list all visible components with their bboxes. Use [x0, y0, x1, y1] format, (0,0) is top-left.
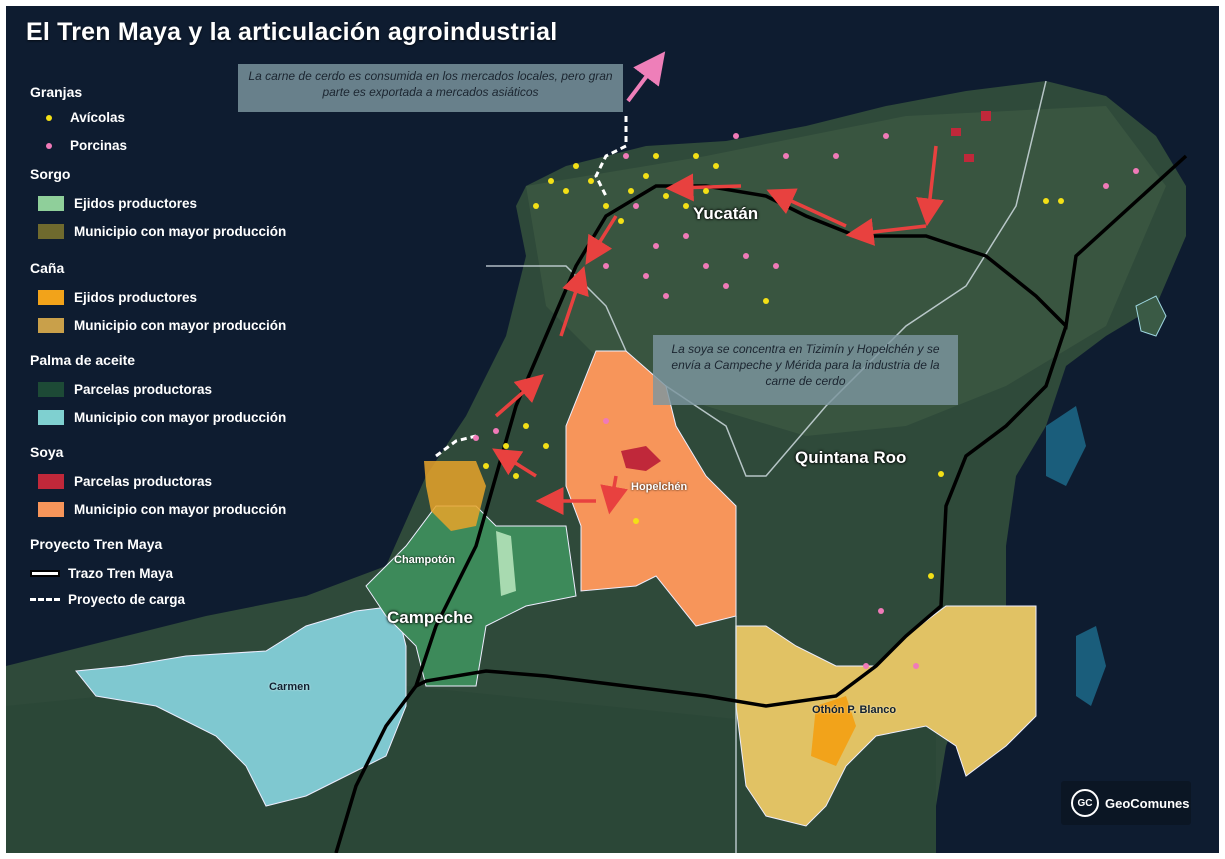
legend-label: Municipio con mayor producción — [74, 318, 287, 333]
othon-cana-ejidos — [811, 696, 856, 766]
legend-label: Municipio con mayor producción — [74, 410, 287, 425]
label-othon: Othón P. Blanco — [812, 704, 897, 716]
gc-logo-icon: GC — [1071, 789, 1099, 817]
cana-ejidos — [424, 461, 486, 531]
legend-heading-sorgo: Sorgo — [30, 166, 71, 182]
legend-label: Ejidos productores — [74, 290, 198, 305]
legend-item-carga: Proyecto de carga — [30, 592, 185, 607]
legend-label: Proyecto de carga — [68, 592, 186, 607]
label-champoton: Champotón — [394, 554, 456, 566]
legend-item-cana-municipio: Municipio con mayor producción — [38, 318, 286, 333]
carga-project-west — [435, 434, 477, 458]
legend-item-avicolas: Avícolas — [38, 110, 125, 125]
legend-item-trazo: Trazo Tren Maya — [30, 566, 173, 581]
legend-label: Trazo Tren Maya — [68, 566, 174, 581]
label-campeche: Campeche — [387, 608, 473, 627]
swatch-icon — [38, 318, 64, 333]
cozumel-island — [1135, 295, 1167, 337]
legend-heading-cana: Caña — [30, 260, 65, 276]
carmen-municipality — [75, 605, 407, 807]
reef — [1046, 406, 1086, 486]
legend-item-palma-municipio: Municipio con mayor producción — [38, 410, 286, 425]
legend-label: Parcelas productoras — [74, 474, 213, 489]
label-quintana-roo: Quintana Roo — [795, 448, 907, 467]
legend-label: Ejidos productores — [74, 196, 198, 211]
legend-heading-tren: Proyecto Tren Maya — [30, 536, 163, 552]
legend-heading-soya: Soya — [30, 444, 64, 460]
othon-municipality — [735, 605, 1037, 827]
yellow-dot-icon — [46, 114, 52, 121]
porcinas-dots — [473, 133, 1139, 669]
legend-heading-palma: Palma de aceite — [30, 352, 136, 368]
label-hopelchen: Hopelchén — [631, 481, 688, 493]
legend-label: Porcinas — [70, 138, 128, 153]
legend-heading-granjas: Granjas — [30, 84, 83, 100]
legend-item-cana-ejidos: Ejidos productores — [38, 290, 197, 305]
carga-project — [594, 116, 628, 197]
swatch-icon — [38, 196, 64, 211]
soya-parcelas — [621, 446, 661, 471]
legend-label: Municipio con mayor producción — [74, 224, 287, 239]
map-canvas — [6, 6, 1219, 853]
pink-dot-icon — [46, 142, 52, 149]
swatch-icon — [38, 474, 64, 489]
tizimin-soya-parcela — [951, 128, 961, 136]
note-cerdo: La carne de cerdo es consumida en los me… — [238, 64, 623, 112]
map-title: El Tren Maya y la articulación agroindus… — [26, 18, 558, 46]
legend-item-soya-municipio: Municipio con mayor producción — [38, 502, 286, 517]
avicolas-dots — [483, 153, 1064, 579]
swatch-icon — [38, 224, 64, 239]
swatch-icon — [38, 410, 64, 425]
dashed-line-icon — [30, 598, 60, 601]
tren-maya-route-south — [415, 325, 1068, 708]
label-carmen: Carmen — [269, 681, 310, 693]
note-soya: La soya se concentra en Tizimín y Hopelc… — [653, 335, 958, 405]
solid-line-icon — [30, 570, 60, 577]
legend-item-palma-parcelas: Parcelas productoras — [38, 382, 212, 397]
tizimin-soya-parcela — [981, 111, 991, 121]
swatch-icon — [38, 290, 64, 305]
legend-item-sorgo-municipio: Municipio con mayor producción — [38, 224, 286, 239]
legend-item-porcinas: Porcinas — [38, 138, 127, 153]
legend-label: Avícolas — [70, 110, 126, 125]
tren-maya-route — [334, 154, 1188, 853]
geocomunes-logo: GC GeoComunes — [1061, 781, 1191, 825]
export-arrow — [626, 51, 666, 103]
legend-item-sorgo-ejidos: Ejidos productores — [38, 196, 197, 211]
tizimin-soya-parcela — [964, 154, 974, 162]
legend-label: Municipio con mayor producción — [74, 502, 287, 517]
legend-label: Parcelas productoras — [74, 382, 213, 397]
label-yucatan: Yucatán — [693, 204, 759, 223]
reef-south — [1076, 626, 1106, 706]
swatch-icon — [38, 382, 64, 397]
legend-item-soya-parcelas: Parcelas productoras — [38, 474, 212, 489]
swatch-icon — [38, 502, 64, 517]
flow-arrows — [492, 145, 944, 515]
map-frame: El Tren Maya y la articulación agroindus… — [6, 6, 1219, 853]
sorgo-ejidos — [496, 531, 516, 596]
logo-name: GeoComunes — [1105, 795, 1190, 811]
state-boundary — [665, 80, 1047, 477]
